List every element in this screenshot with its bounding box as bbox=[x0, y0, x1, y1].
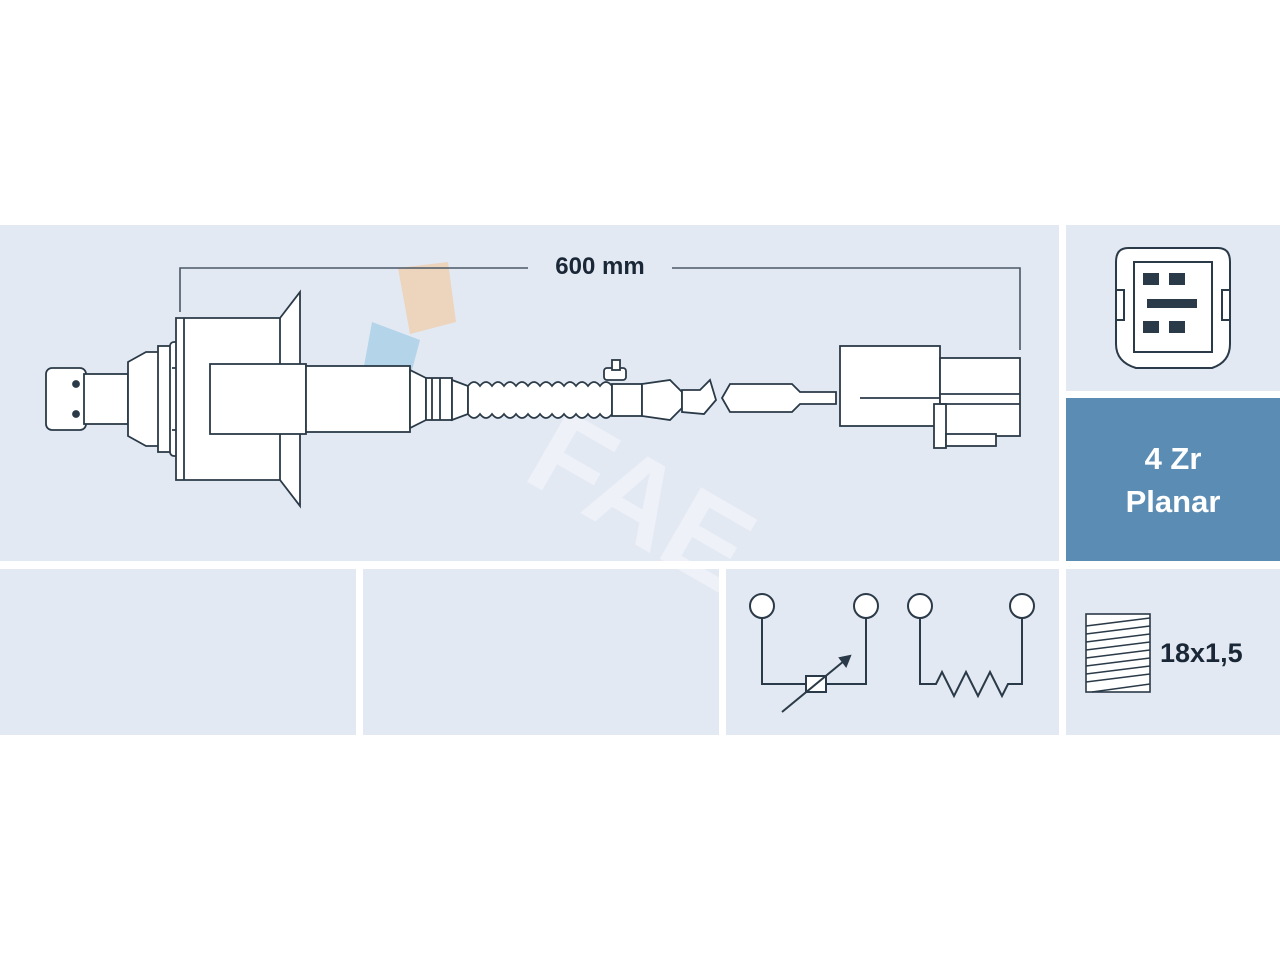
terminal-icon-2 bbox=[853, 593, 879, 619]
empty-panel-2 bbox=[363, 569, 719, 735]
thread-icon bbox=[1085, 613, 1151, 693]
terminal-icon-3 bbox=[907, 593, 933, 619]
fae-watermark-logo: FAE bbox=[360, 262, 776, 617]
variable-resistor-arrow bbox=[781, 655, 851, 713]
empty-panel-1 bbox=[0, 569, 356, 735]
connector-face-icon bbox=[1115, 247, 1231, 369]
terminal-icon-1 bbox=[749, 593, 775, 619]
technology-line-1: 4 Zr bbox=[1144, 440, 1202, 476]
terminal-icon-4 bbox=[1009, 593, 1035, 619]
circuit-panel bbox=[726, 569, 1059, 735]
technology-line-2: Planar bbox=[1125, 483, 1221, 519]
cable-length-label: 600 mm bbox=[530, 250, 670, 284]
circuit-schematic bbox=[749, 593, 1035, 713]
sensor-body bbox=[45, 289, 1021, 509]
svg-text:FAE: FAE bbox=[507, 384, 776, 617]
heater-resistor-icon bbox=[919, 618, 1023, 699]
thread-size-label: 18x1,5 bbox=[1160, 638, 1243, 668]
dimension-line bbox=[179, 267, 1021, 350]
technology-badge: 4 Zr Planar bbox=[1066, 398, 1280, 561]
